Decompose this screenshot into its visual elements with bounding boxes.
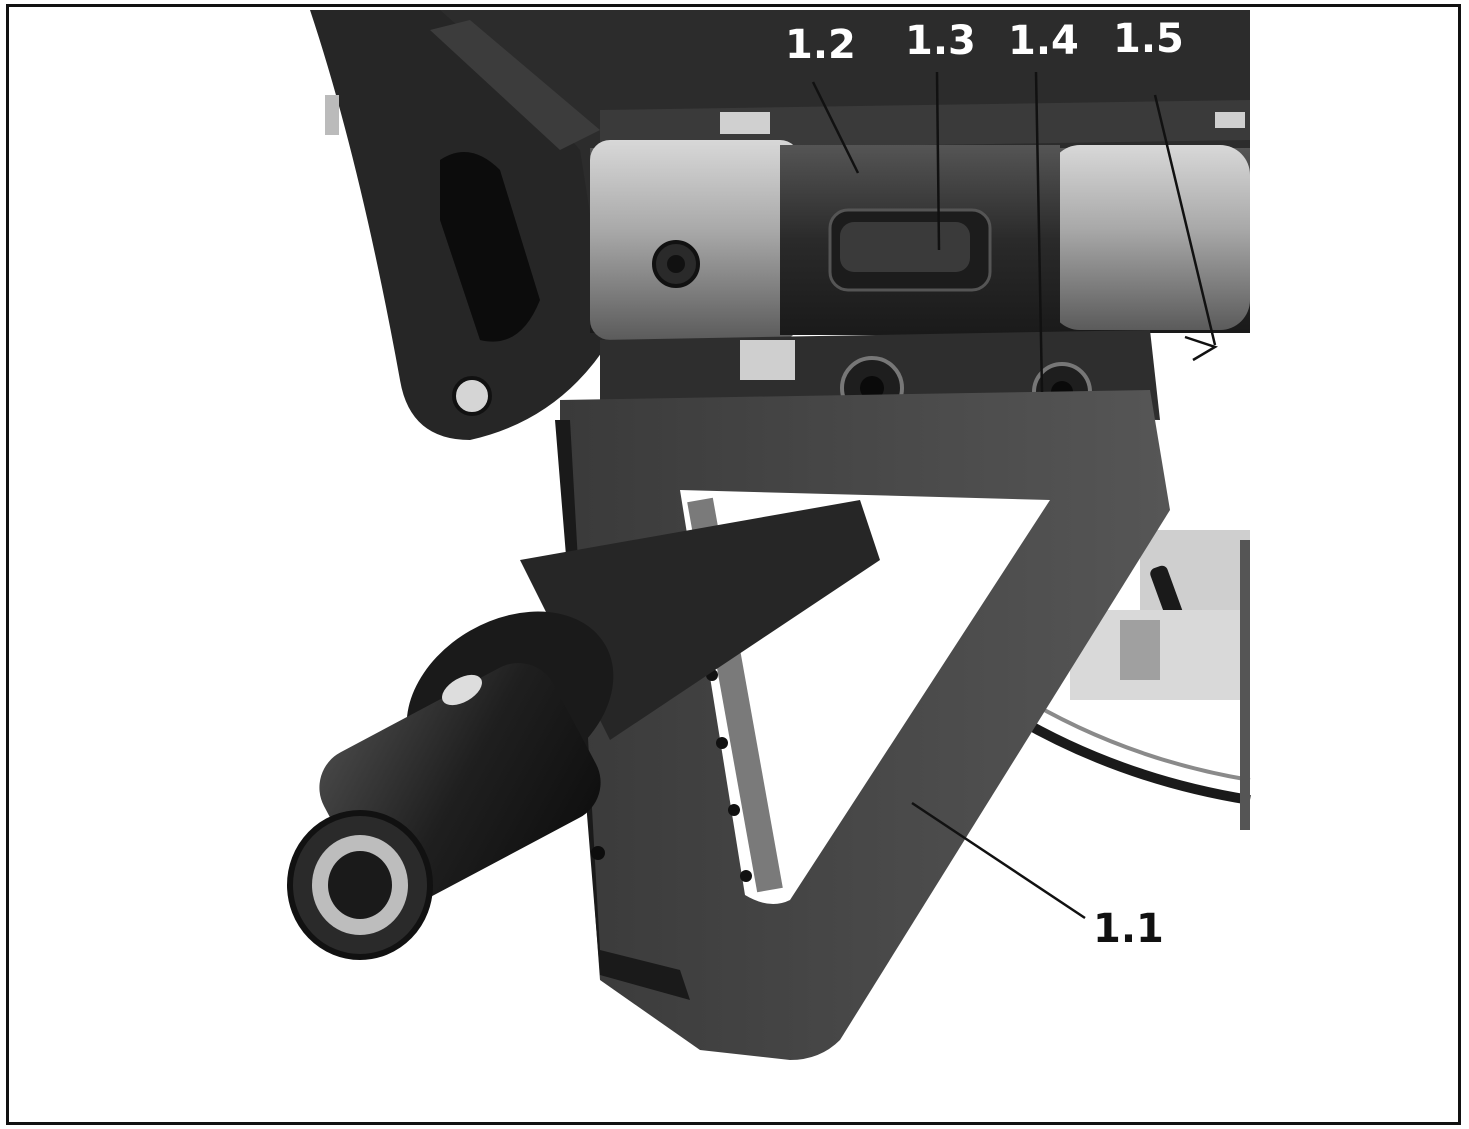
callout-1-4: 1.4	[1008, 18, 1079, 64]
leader-lines	[811, 71, 1218, 920]
callout-1-5: 1.5	[1113, 16, 1184, 62]
axle-receiver	[287, 500, 880, 960]
callout-1-1: 1.1	[1093, 906, 1164, 952]
leader-line-1-4	[1034, 71, 1044, 393]
leader-line-1-2	[811, 81, 860, 174]
seat-tube	[590, 140, 1250, 340]
leader-line-1-1	[911, 801, 1086, 920]
callout-1-2: 1.2	[785, 22, 856, 68]
leader-line-1-3	[935, 71, 941, 251]
callout-1-3: 1.3	[905, 18, 976, 64]
frame-lever	[310, 10, 610, 440]
leader-arrowhead-1-5	[1184, 335, 1218, 362]
leader-line-1-5	[1153, 94, 1217, 346]
callout-labels: 1.2 1.3 1.4 1.5 1.1	[785, 16, 1184, 952]
